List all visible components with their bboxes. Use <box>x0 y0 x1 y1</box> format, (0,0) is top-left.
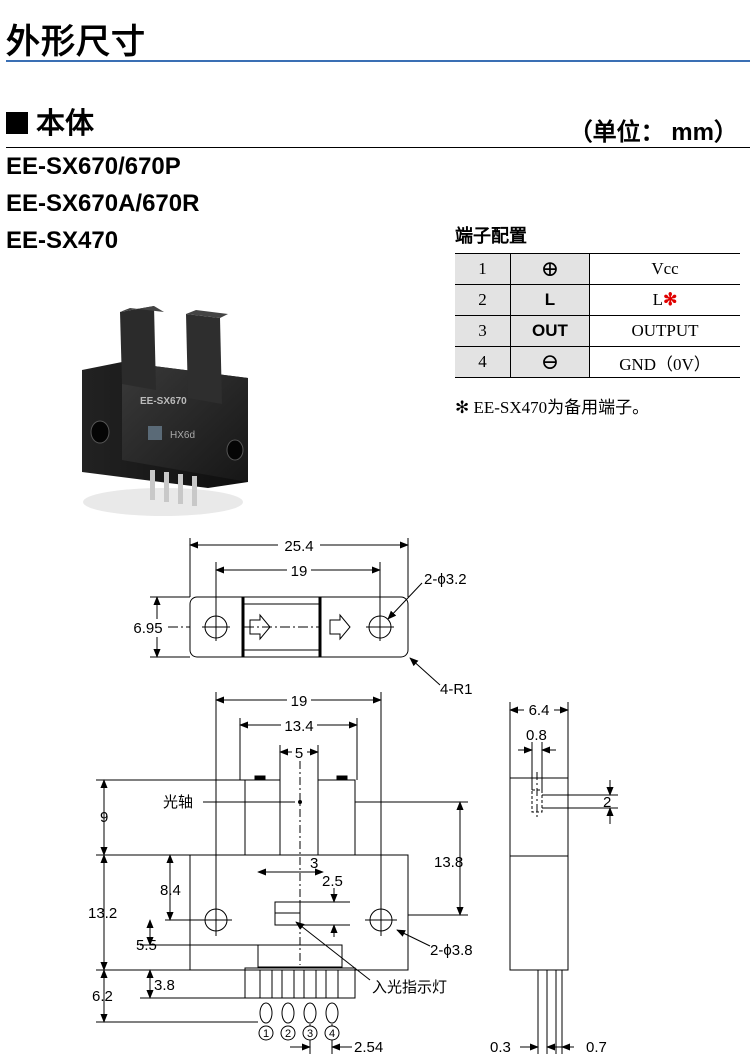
title-divider <box>6 60 750 62</box>
section-divider <box>6 147 750 148</box>
dim-overall-width: 25.4 <box>284 538 313 555</box>
pin-function: L <box>652 290 664 309</box>
pin-config-title: 端子配置 <box>455 226 527 246</box>
pin-label: 3 <box>307 1028 313 1040</box>
pin-function: GND（0V） <box>589 346 740 378</box>
dim-hole-bottom: 5.5 <box>136 937 157 954</box>
pin-number: 4 <box>455 346 511 378</box>
pin-number: 2 <box>455 284 511 316</box>
dim-upper-height: 9 <box>100 809 108 826</box>
dim-pin-length: 6.2 <box>92 988 113 1005</box>
table-row: 3 OUT OUTPUT <box>455 315 740 347</box>
table-row: 2 L L✻ <box>455 284 740 316</box>
dim-slot: 5 <box>295 745 303 762</box>
pin-symbol: L <box>510 284 590 316</box>
pin-symbol: OUT <box>510 315 590 347</box>
window-marking: HX6d <box>170 430 195 441</box>
dim-height: 6.95 <box>133 620 162 637</box>
indicator-label: 入光指示灯 <box>372 979 447 996</box>
dim-hole-pitch: 19 <box>291 563 308 580</box>
pin-note: ✻ EE-SX470为备用端子。 <box>455 398 650 417</box>
unit-label: （单位： mm） <box>568 119 738 146</box>
dim-body-height: 13.2 <box>88 905 117 922</box>
model-name: EE-SX670A/670R <box>6 190 200 217</box>
pin-config-table: 1 ⊕ Vcc 2 L L✻ 3 OUT OUTPUT 4 ⊖ GND（0V） <box>455 253 740 378</box>
pin-3-circle <box>302 1025 318 1041</box>
dim-holes-front: 2-ϕ3.8 <box>430 942 473 959</box>
dim-front-pitch: 19 <box>291 693 308 710</box>
pin-1-circle <box>258 1025 274 1041</box>
pin-number: 3 <box>455 315 511 347</box>
dim-indicator-offset: 3 <box>310 855 318 872</box>
square-bullet-icon <box>6 112 28 134</box>
dim-side-axis: 2 <box>603 794 611 811</box>
optical-axis-label: 光轴 <box>163 794 193 811</box>
dim-pin-thickness: 0.3 <box>490 1039 511 1056</box>
dim-holes-top: 2-ϕ3.2 <box>424 571 467 588</box>
section-title: 本体 <box>36 108 95 140</box>
dim-axis-height: 13.8 <box>434 854 463 871</box>
dim-side-width: 6.4 <box>529 702 550 719</box>
asterisk-mark: ✻ <box>663 290 678 309</box>
pin-label: 2 <box>285 1028 291 1040</box>
pin-symbol: ⊕ <box>510 253 590 285</box>
model-name: EE-SX670/670P <box>6 153 181 180</box>
dim-pin-width: 0.7 <box>586 1039 607 1056</box>
table-row: 4 ⊖ GND（0V） <box>455 346 740 378</box>
page-title: 外形尺寸 <box>6 23 146 61</box>
pin-label: 1 <box>263 1028 269 1040</box>
pin-label: 4 <box>329 1028 335 1040</box>
pin-symbol: ⊖ <box>510 346 590 378</box>
dim-pin-pitch: 2.54 <box>354 1039 383 1056</box>
dim-inner-width: 13.4 <box>284 718 313 735</box>
dim-indicator-size: 2.5 <box>322 873 343 890</box>
pin-2-circle <box>280 1025 296 1041</box>
body-marking: EE-SX670 <box>140 396 187 407</box>
sensor-photo: EE-SX670 HX6d <box>82 306 248 516</box>
section-heading: 本体 <box>6 100 94 142</box>
dim-hole-height: 8.4 <box>160 882 181 899</box>
dim-base-height: 3.8 <box>154 977 175 994</box>
pin-function: OUTPUT <box>589 315 740 347</box>
pin-number: 1 <box>455 253 511 285</box>
pin-4-circle <box>324 1025 340 1041</box>
dim-side-slot: 0.8 <box>526 727 547 744</box>
light-indicator <box>148 426 162 440</box>
model-name: EE-SX470 <box>6 227 119 254</box>
dim-radius: 4-R1 <box>440 681 473 698</box>
